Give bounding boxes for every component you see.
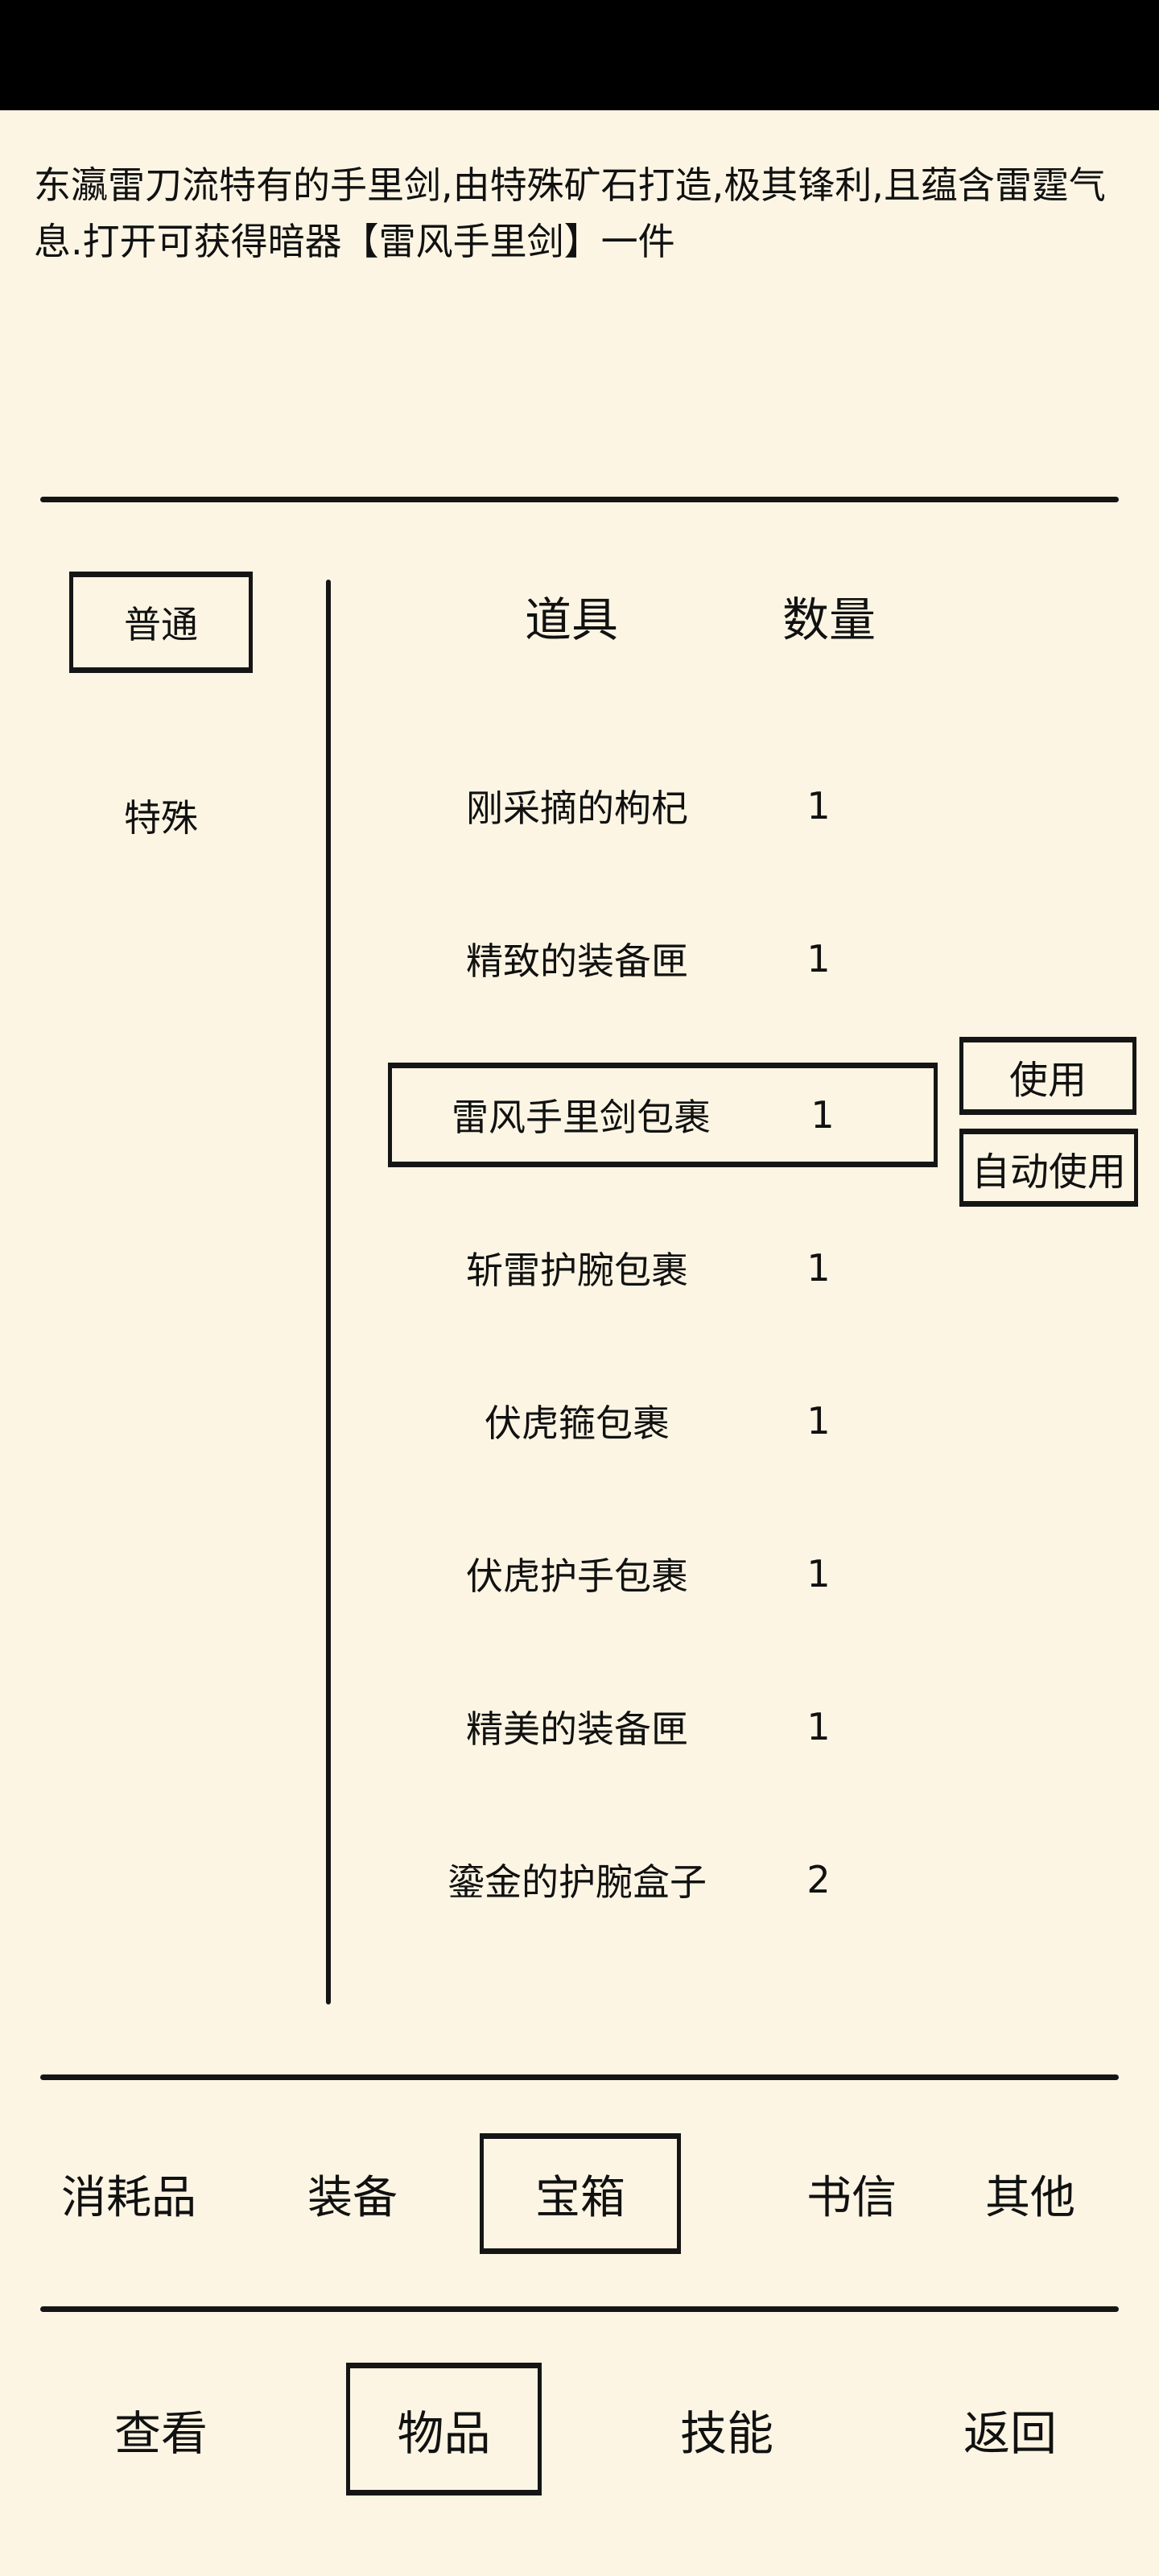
tab-consumables[interactable]: 消耗品 [61,2171,196,2224]
tab-letters[interactable]: 书信 [806,2171,897,2224]
item-qty: 1 [806,784,831,828]
category-special[interactable]: 特殊 [124,796,198,840]
header-quantity: 数量 [782,592,876,647]
item-qty: 1 [806,1399,831,1443]
table-row[interactable]: 伏虎护手包裹 1 [388,1521,938,1626]
nav-view[interactable]: 查看 [113,2405,208,2461]
divider [40,2306,1119,2312]
item-qty: 1 [806,937,831,980]
item-name: 刚采摘的枸杞 [466,786,688,830]
item-name: 伏虎箍包裹 [485,1402,670,1445]
item-name: 伏虎护手包裹 [466,1554,688,1598]
item-name: 鎏金的护腕盒子 [448,1860,707,1904]
nav-items[interactable]: 物品 [346,2363,542,2496]
auto-use-button[interactable]: 自动使用 [959,1129,1138,1207]
nav-back[interactable]: 返回 [963,2405,1057,2461]
item-qty: 2 [806,1858,831,1901]
item-name: 斩雷护腕包裹 [466,1249,688,1292]
nav-skills[interactable]: 技能 [679,2405,773,2461]
item-name: 精美的装备匣 [466,1707,688,1751]
table-row[interactable]: 伏虎箍包裹 1 [388,1368,938,1473]
item-name: 精致的装备匣 [466,939,688,983]
table-row[interactable]: 斩雷护腕包裹 1 [388,1216,938,1320]
item-qty: 1 [810,1093,835,1137]
item-qty: 1 [806,1552,831,1596]
use-button[interactable]: 使用 [959,1037,1136,1115]
tab-equipment[interactable]: 装备 [307,2171,398,2224]
table-row[interactable]: 刚采摘的枸杞 1 [388,753,938,858]
table-row[interactable]: 鎏金的护腕盒子 2 [388,1827,938,1932]
tab-treasure-chest[interactable]: 宝箱 [480,2133,681,2254]
table-row[interactable]: 精美的装备匣 1 [388,1674,938,1779]
tab-other[interactable]: 其他 [985,2171,1075,2224]
table-row[interactable]: 精致的装备匣 1 [388,906,938,1011]
item-qty: 1 [806,1246,831,1290]
column-divider [326,580,331,2004]
divider [40,2074,1119,2080]
table-row-selected[interactable]: 雷风手里剑包裹 1 [388,1063,938,1167]
divider [40,497,1119,502]
item-name: 雷风手里剑包裹 [452,1096,711,1139]
status-bar [0,0,1159,110]
item-qty: 1 [806,1705,831,1748]
item-description: 东瀛雷刀流特有的手里剑,由特殊矿石打造,极其锋利,且蕴含雷霆气息.打开可获得暗器… [34,163,1106,263]
header-item: 道具 [524,592,618,647]
category-normal[interactable]: 普通 [69,572,253,673]
